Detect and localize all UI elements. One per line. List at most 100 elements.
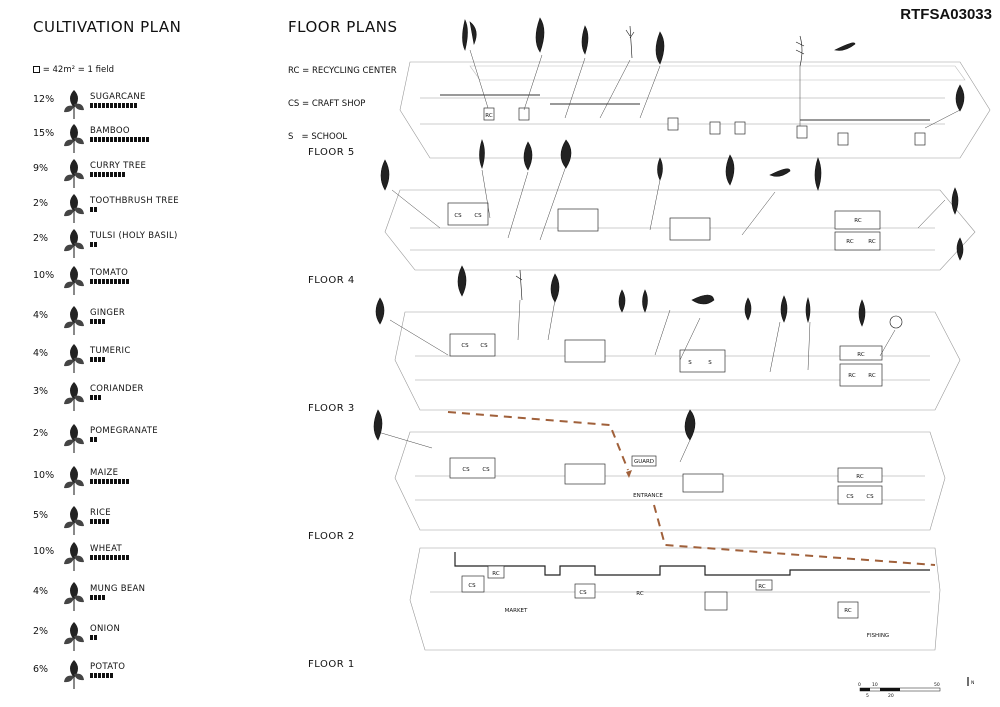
field-square xyxy=(106,555,109,560)
floor-plans-drawing: RC CS CS RC RC RC CS CS S S RC RC RC CS … xyxy=(373,17,991,699)
field-square xyxy=(122,172,125,177)
crop-percent: 10% xyxy=(33,470,55,481)
field-square xyxy=(90,437,93,442)
field-square xyxy=(118,172,121,177)
field-square xyxy=(98,479,101,484)
field-square xyxy=(94,137,97,142)
field-count-bar xyxy=(90,673,113,679)
room-label: CS xyxy=(866,494,874,500)
field-square xyxy=(94,479,97,484)
crop-row: 4% TUMERIC xyxy=(0,340,240,376)
scale-tick: 0 xyxy=(858,682,861,688)
ginger-icon xyxy=(64,306,84,335)
field-square xyxy=(98,395,101,400)
field-square xyxy=(110,673,113,678)
field-square xyxy=(122,555,125,560)
room-label: RC xyxy=(844,608,852,614)
field-square xyxy=(122,137,125,142)
field-square xyxy=(118,137,121,142)
mung-bean-icon xyxy=(64,582,84,611)
field-square xyxy=(102,673,105,678)
field-square xyxy=(90,137,93,142)
crop-row: 6%POTATO xyxy=(0,656,240,692)
field-count-bar xyxy=(90,279,129,285)
field-square xyxy=(102,172,105,177)
crop-row: 2%ONION xyxy=(0,618,240,654)
field-square xyxy=(98,137,101,142)
field-square xyxy=(130,103,133,108)
plant-illustrations xyxy=(373,17,965,441)
north-arrow: N xyxy=(967,677,974,686)
field-square xyxy=(138,137,141,142)
rice-icon xyxy=(64,506,84,535)
floor-3-slab xyxy=(394,311,961,411)
field-square xyxy=(90,673,93,678)
crop-percent: 2% xyxy=(33,198,49,209)
pomegranate-icon xyxy=(64,424,84,453)
crop-row: 10% MAIZE xyxy=(0,462,240,498)
field-square xyxy=(126,103,129,108)
guard-label: GUARD xyxy=(634,459,654,465)
field-count-bar xyxy=(90,172,125,178)
floor-plans-heading: FLOOR PLANS xyxy=(288,18,398,36)
crop-percent: 4% xyxy=(33,310,49,321)
field-square xyxy=(94,357,97,362)
field-square xyxy=(90,395,93,400)
field-square xyxy=(90,319,93,324)
field-count-bar xyxy=(90,137,149,143)
crop-row: 5%RICE xyxy=(0,502,240,538)
crop-name: MAIZE xyxy=(90,468,119,478)
field-square xyxy=(94,207,97,212)
field-square xyxy=(90,172,93,177)
field-count-bar xyxy=(90,395,101,401)
field-square xyxy=(106,479,109,484)
crop-percent: 4% xyxy=(33,586,49,597)
floor-5-slab xyxy=(399,61,991,159)
crop-name: SUGARCANE xyxy=(90,92,146,102)
crop-row: 2% TOOTHBRUSH TREE xyxy=(0,190,240,226)
room-label: CS xyxy=(474,213,482,219)
room-label: RC xyxy=(854,218,862,224)
curry-tree-icon xyxy=(64,159,84,188)
field-square xyxy=(102,479,105,484)
crop-name: TOMATO xyxy=(90,268,129,278)
crop-row: 12%SUGARCANE xyxy=(0,86,240,122)
field-square xyxy=(94,673,97,678)
field-square xyxy=(106,172,109,177)
sheet-code: RTFSA03033 xyxy=(900,6,992,23)
crop-percent: 4% xyxy=(33,348,49,359)
field-square xyxy=(122,279,125,284)
crop-name: TOOTHBRUSH TREE xyxy=(90,196,179,206)
scale-bar: 0 10 5 20 50 xyxy=(858,682,941,699)
field-square xyxy=(106,279,109,284)
field-square xyxy=(106,137,109,142)
field-square xyxy=(94,103,97,108)
potato-icon xyxy=(64,660,84,689)
crop-row: 3%CORIANDER xyxy=(0,378,240,414)
abbr-rc: RC = RECYCLING CENTER xyxy=(288,66,397,76)
crop-name: TUMERIC xyxy=(90,346,131,356)
field-square xyxy=(102,357,105,362)
scale-tick: 20 xyxy=(888,693,894,699)
crop-name: POMEGRANATE xyxy=(90,426,158,436)
room-label: S xyxy=(688,360,692,366)
tomato-icon xyxy=(64,266,84,295)
field-square xyxy=(106,673,109,678)
wheat-icon xyxy=(64,542,84,571)
room-label: RC xyxy=(485,113,493,119)
field-square xyxy=(94,595,97,600)
field-square xyxy=(90,635,93,640)
field-square xyxy=(98,103,101,108)
field-legend-text: = 42m² = 1 field xyxy=(42,65,115,75)
floor-3-label: FLOOR 3 xyxy=(308,403,355,414)
room-label: RC xyxy=(868,373,876,379)
field-square xyxy=(118,479,121,484)
field-square xyxy=(114,137,117,142)
field-square xyxy=(106,103,109,108)
field-count-bar xyxy=(90,357,105,363)
sugarcane-icon xyxy=(64,90,84,119)
field-square xyxy=(90,479,93,484)
field-square xyxy=(94,279,97,284)
field-square xyxy=(146,137,149,142)
field-square xyxy=(118,555,121,560)
